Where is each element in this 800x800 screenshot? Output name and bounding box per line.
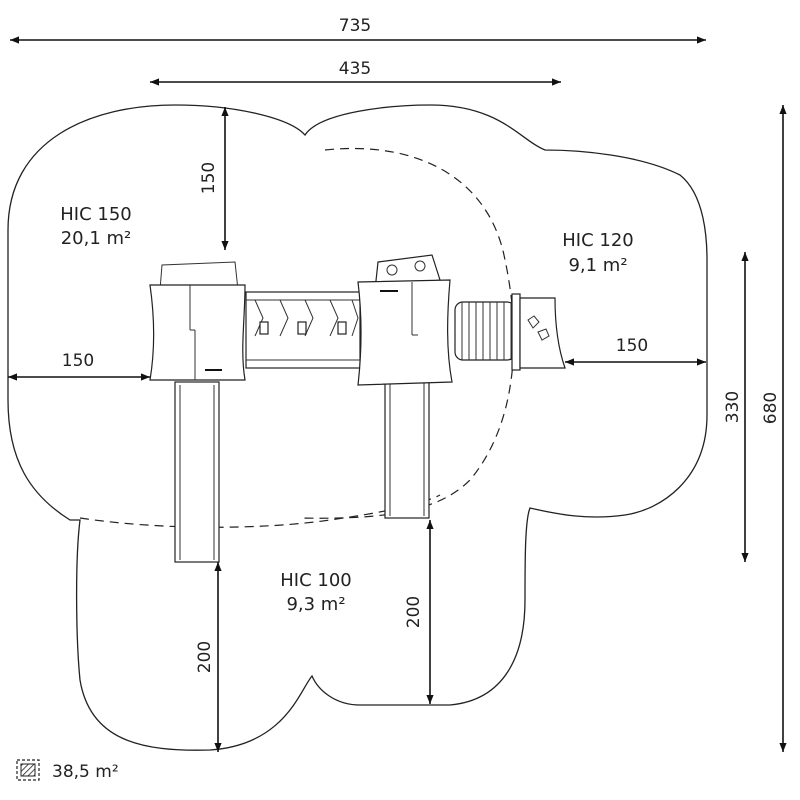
tunnel-end-frame — [511, 293, 521, 371]
slide-right — [384, 379, 430, 519]
zone-label-hic120: HIC 120 — [562, 230, 634, 251]
dim-label-total-width: 735 — [339, 16, 371, 36]
tunnel-end-panel — [519, 297, 566, 369]
tunnel — [454, 301, 516, 361]
dim-label-left-clearance: 150 — [62, 351, 94, 371]
dim-label-inner-width: 435 — [339, 59, 371, 79]
dim-label-total-height: 680 — [761, 392, 781, 424]
dim-label-top-clearance: 150 — [199, 162, 219, 194]
dim-label-right-clearance: 150 — [616, 336, 648, 356]
legend-total-area: 38,5 m² — [52, 762, 119, 782]
zone-label-hic100: HIC 100 — [280, 570, 352, 591]
zone-area-hic150: 20,1 m² — [61, 228, 132, 249]
tower-right — [357, 279, 453, 386]
slide-left — [174, 381, 220, 563]
handrail — [159, 261, 239, 291]
dim-label-bottom-mid-clearance: 200 — [404, 596, 424, 628]
zone-area-hic120: 9,1 m² — [568, 255, 627, 276]
zone-area-hic100: 9,3 m² — [286, 594, 345, 615]
dim-label-bottom-left-clearance: 200 — [195, 641, 215, 673]
safety-area-outline — [7, 104, 708, 751]
surface-area-icon — [16, 759, 40, 781]
zone-label-hic150: HIC 150 — [60, 204, 132, 225]
dim-label-inner-height: 330 — [723, 391, 743, 423]
tower-left — [149, 284, 246, 381]
